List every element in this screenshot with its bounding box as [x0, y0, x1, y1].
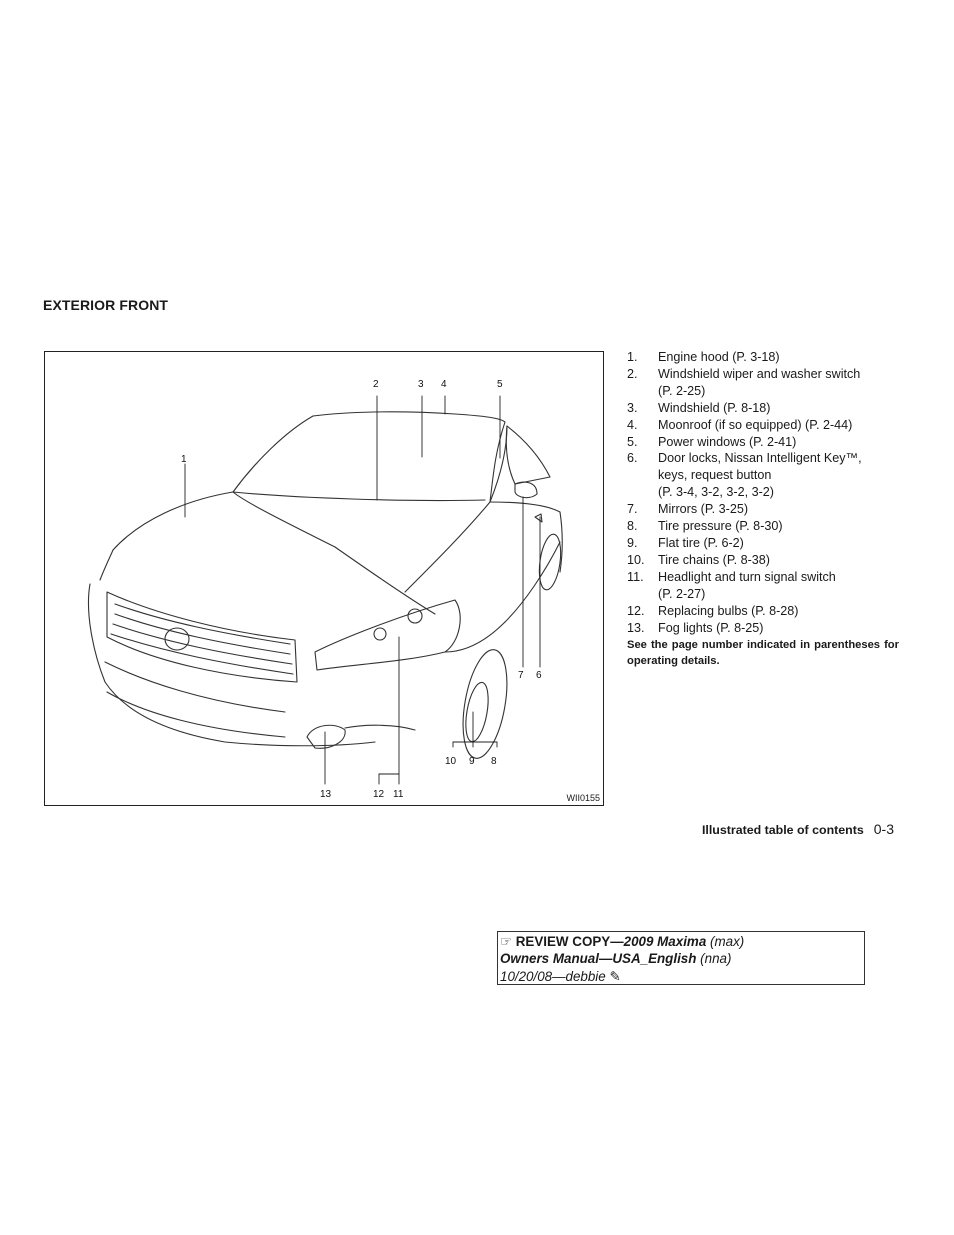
legend-text: Headlight and turn signal switch (P. 2-27… — [658, 569, 899, 603]
writing-hand-icon: ✎ — [609, 968, 621, 984]
callout-9: 9 — [469, 756, 475, 767]
callout-13: 13 — [320, 789, 332, 800]
car-front-illustration: 1 2 3 4 5 6 7 8 9 10 11 12 13 WII0155 — [44, 351, 604, 806]
legend-item: 4. Moonroof (if so equipped) (P. 2-44) — [627, 417, 899, 434]
legend-item: 1. Engine hood (P. 3-18) — [627, 349, 899, 366]
legend-number: 2. — [627, 366, 638, 381]
callout-8: 8 — [491, 756, 497, 767]
review-line-1: ☞ REVIEW COPY—2009 Maxima (max) — [500, 933, 862, 950]
page-number: 0-3 — [873, 821, 894, 837]
legend-text: Engine hood (P. 3-18) — [658, 350, 780, 364]
legend-item: 11. Headlight and turn signal switch (P. 2… — [627, 569, 899, 603]
legend-text: Windshield wiper and washer switch (P. 2-… — [658, 366, 899, 400]
legend-number: 4. — [627, 417, 638, 432]
review-manual: Owners Manual—USA_English — [500, 951, 697, 967]
footer-section-title: Illustrated table of contents — [701, 823, 864, 837]
legend-text: Flat tire (P. 6-2) — [658, 535, 744, 550]
callout-2: 2 — [373, 379, 379, 390]
operating-note: See the page number indicated in parenth… — [627, 639, 899, 667]
roofline — [312, 411, 506, 423]
legend-item: 2. Windshield wiper and washer switch (P. … — [627, 366, 899, 400]
grille — [106, 591, 298, 683]
review-model: 2009 Maxima — [623, 934, 707, 949]
windshield-bottom — [232, 491, 486, 502]
legend-number: 1. — [627, 350, 638, 364]
callout-7: 7 — [518, 670, 524, 681]
legend-text-line: Windshield wiper and washer switch — [658, 366, 861, 381]
legend-text: Power windows (P. 2-41) — [658, 434, 797, 449]
legend-text-continuation: (P. 2-25) — [658, 383, 706, 398]
legend-number: 7. — [627, 502, 638, 517]
page-footer: Illustrated table of contents 0-3 — [702, 821, 894, 837]
callout-11: 11 — [393, 789, 404, 800]
section-title: EXTERIOR FRONT — [43, 297, 169, 313]
review-copy-box: ☞ REVIEW COPY—2009 Maxima (max) Owners M… — [497, 931, 865, 985]
legend-number: 8. — [627, 519, 638, 534]
hood-line — [112, 491, 234, 551]
callout-5: 5 — [497, 379, 503, 390]
figure-id-label: WII0155 — [566, 793, 600, 803]
callout-1: 1 — [181, 454, 187, 465]
legend-number: 11. — [627, 569, 644, 584]
legend-item: 3. Windshield (P. 8-18) — [627, 400, 899, 417]
legend-text: Fog lights (P. 8-25) — [658, 620, 764, 635]
legend-item: 6. Door locks, Nissan Intelligent Key™, ke… — [627, 450, 899, 501]
legend-number: 6. — [627, 451, 638, 466]
front-wheel — [462, 649, 508, 759]
legend-item: 12. Replacing bulbs (P. 8-28) — [627, 603, 899, 620]
review-model-code: (max) — [706, 934, 745, 949]
legend-text: Windshield (P. 8-18) — [658, 400, 771, 415]
legend-item: 10. Tire chains (P. 8-38) — [627, 552, 899, 569]
callout-4: 4 — [441, 379, 447, 390]
review-copy-label: REVIEW COPY— — [515, 934, 624, 949]
legend-text: Moonroof (if so equipped) (P. 2-44) — [658, 417, 853, 432]
callout-10: 10 — [445, 756, 457, 767]
mirror — [514, 481, 538, 499]
legend-text: Mirrors (P. 3-25) — [658, 502, 749, 517]
callout-12: 12 — [373, 789, 385, 800]
side-window — [505, 425, 551, 485]
pointing-hand-icon: ☞ — [500, 934, 513, 949]
review-line-3: 10/20/08—debbie ✎ — [500, 968, 862, 985]
a-pillar — [489, 421, 506, 503]
legend-text: Tire pressure (P. 8-30) — [658, 519, 783, 534]
legend-number: 13. — [627, 620, 645, 635]
legend-list: 1. Engine hood (P. 3-18) 2. Windshield wip… — [627, 349, 899, 636]
fog-light — [306, 724, 346, 749]
callout-3: 3 — [418, 379, 424, 390]
legend: 1. Engine hood (P. 3-18) 2. Windshield wip… — [627, 349, 899, 669]
legend-text-continuation: (P. 2-27) — [658, 586, 706, 601]
legend-number: 10. — [627, 552, 645, 567]
legend-item: 5. Power windows (P. 2-41) — [627, 434, 899, 451]
legend-text-continuation: keys, request button — [658, 468, 772, 483]
legend-text-line: Door locks, Nissan Intelligent Key™, — [658, 451, 862, 466]
legend-text: Door locks, Nissan Intelligent Key™, keys… — [658, 450, 899, 501]
badge — [164, 627, 190, 651]
callout-6: 6 — [536, 670, 542, 681]
legend-text-line: Headlight and turn signal switch — [658, 569, 836, 584]
windshield-top — [232, 415, 314, 493]
legend-number: 9. — [627, 535, 638, 550]
legend-item: 13. Fog lights (P. 8-25) — [627, 620, 899, 637]
legend-number: 3. — [627, 400, 638, 415]
review-line-2: Owners Manual—USA_English (nna) — [500, 950, 862, 967]
car-line-drawing: 1 2 3 4 5 6 7 8 9 10 11 12 13 — [87, 379, 563, 800]
legend-number: 12. — [627, 603, 645, 618]
review-manual-code: (nna) — [696, 951, 732, 967]
legend-item: 7. Mirrors (P. 3-25) — [627, 501, 899, 518]
legend-item: 9. Flat tire (P. 6-2) — [627, 535, 899, 552]
headlight — [314, 599, 461, 671]
legend-number: 5. — [627, 434, 638, 449]
legend-item: 8. Tire pressure (P. 8-30) — [627, 518, 899, 535]
legend-text: Replacing bulbs (P. 8-28) — [658, 603, 799, 618]
legend-text-continuation: (P. 3-4, 3-2, 3-2, 3-2) — [658, 485, 774, 500]
review-date-author: 10/20/08—debbie — [500, 968, 606, 984]
legend-text: Tire chains (P. 8-38) — [658, 552, 770, 567]
